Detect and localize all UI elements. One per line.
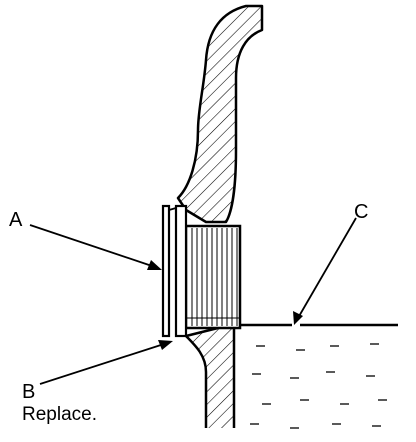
seal-part-b — [174, 204, 188, 338]
bore-section — [184, 224, 242, 330]
leader-a — [29, 224, 162, 270]
callout-label-c: C — [354, 201, 368, 223]
leader-c — [293, 217, 357, 325]
upper-casting-wall — [176, 4, 264, 224]
lower-casting-wall — [184, 322, 236, 428]
fluid-marks — [250, 343, 387, 429]
gasket-part-a — [161, 204, 177, 338]
leader-b — [39, 340, 173, 385]
callout-label-a: A — [9, 209, 23, 231]
callout-note-b: Replace. — [22, 404, 97, 425]
callout-label-b: B — [22, 381, 35, 403]
